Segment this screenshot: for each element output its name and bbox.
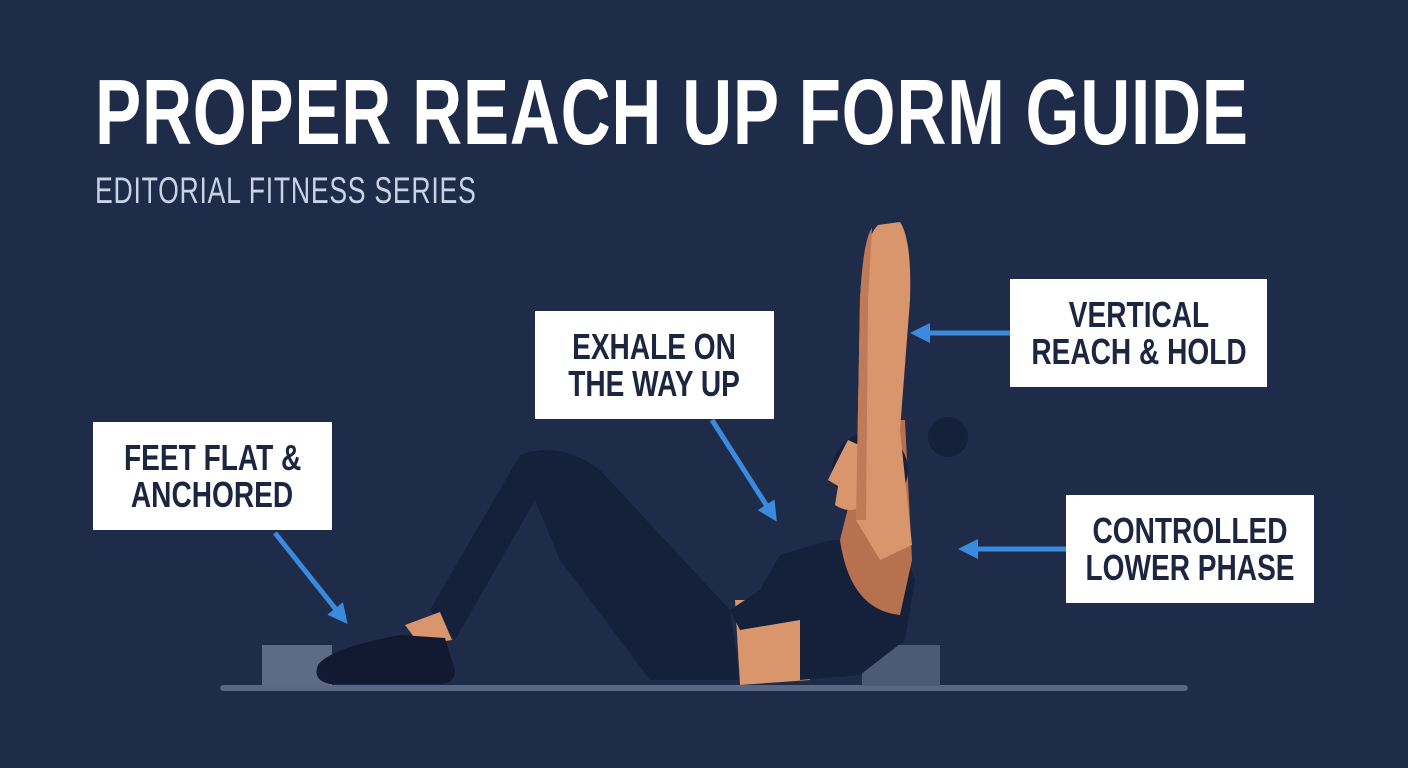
callout-line: THE WAY UP	[568, 363, 741, 404]
leg	[430, 450, 740, 680]
page-title: PROPER REACH UP FORM GUIDE	[95, 60, 1249, 164]
arm-shadow	[856, 228, 872, 520]
raised-arms	[856, 222, 912, 560]
hair-bun	[928, 417, 968, 457]
page-subtitle: EDITORIAL FITNESS SERIES	[95, 170, 477, 211]
callout-feet-flat: FEET FLAT & ANCHORED	[93, 422, 332, 530]
shoe	[316, 635, 455, 684]
callout-line: LOWER PHASE	[1085, 547, 1295, 588]
callout-vertical-reach: VERTICAL REACH & HOLD	[1010, 279, 1267, 387]
callout-line: EXHALE ON	[572, 326, 737, 367]
callout-controlled-lower: CONTROLLED LOWER PHASE	[1066, 495, 1314, 603]
arrow-exhale	[709, 418, 777, 522]
callout-line: FEET FLAT &	[123, 437, 302, 478]
callout-line: ANCHORED	[131, 474, 294, 515]
callout-exhale: EXHALE ON THE WAY UP	[535, 311, 774, 419]
callout-line: VERTICAL	[1068, 294, 1209, 335]
callout-line: CONTROLLED	[1092, 510, 1288, 551]
arrow-feet	[273, 531, 348, 625]
floor-line	[220, 685, 1188, 691]
callout-line: REACH & HOLD	[1030, 331, 1247, 372]
